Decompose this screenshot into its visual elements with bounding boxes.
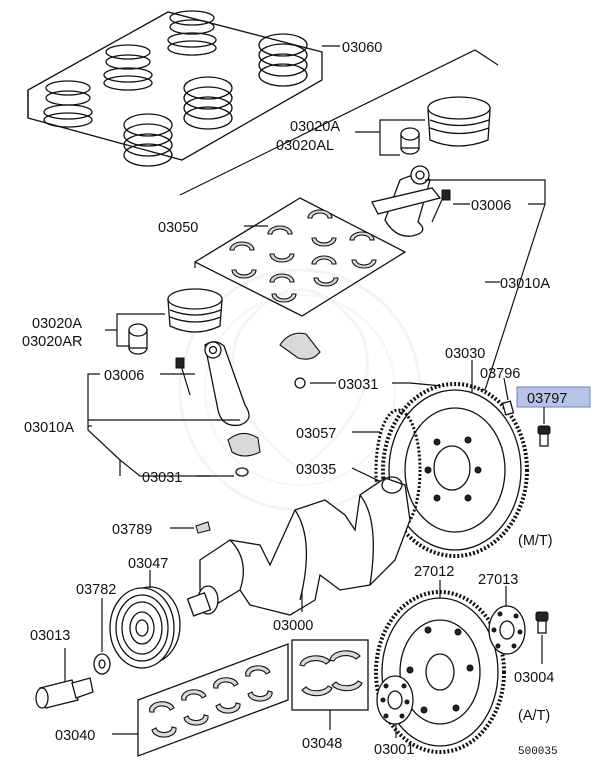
adapter-plate[interactable] <box>488 605 526 655</box>
label-03040[interactable]: 03040 <box>55 728 95 744</box>
crank-adapter[interactable] <box>376 675 414 725</box>
label-03006-top[interactable]: 03006 <box>471 198 511 214</box>
label-03797[interactable]: 03797 <box>527 391 567 407</box>
diagram-code: 500035 <box>518 746 558 758</box>
label-03782[interactable]: 03782 <box>76 582 116 598</box>
thrust-bearing-set[interactable] <box>291 639 369 711</box>
label-03789[interactable]: 03789 <box>112 522 152 538</box>
label-03006-left[interactable]: 03006 <box>104 368 144 384</box>
leader-03020a-top <box>379 119 425 156</box>
rod-bearing-left[interactable] <box>227 432 261 477</box>
label-03048[interactable]: 03048 <box>302 736 342 752</box>
flywheel-mt[interactable] <box>381 382 529 558</box>
label-03004[interactable]: 03004 <box>514 670 554 686</box>
flywheel-bolt[interactable] <box>537 425 551 447</box>
piston-left[interactable] <box>128 288 223 355</box>
label-03050[interactable]: 03050 <box>158 220 198 236</box>
highlight-03797[interactable] <box>516 386 591 408</box>
label-27013[interactable]: 27013 <box>478 572 518 588</box>
crankshaft-pulley[interactable] <box>109 586 181 669</box>
ring-gear[interactable] <box>374 408 422 532</box>
label-27012[interactable]: 27012 <box>414 564 454 580</box>
label-03796[interactable]: 03796 <box>480 366 520 382</box>
label-03020ar[interactable]: 03020AR <box>22 334 82 350</box>
label-03000[interactable]: 03000 <box>273 618 313 634</box>
pulley-bolt[interactable] <box>35 677 94 709</box>
woodruff-key[interactable] <box>195 521 211 534</box>
piston-top[interactable] <box>400 96 491 155</box>
rod-bearing-mid[interactable] <box>279 332 321 389</box>
label-mt: (M/T) <box>518 533 553 549</box>
label-03030[interactable]: 03030 <box>445 346 485 362</box>
label-03047[interactable]: 03047 <box>128 556 168 572</box>
frame-upper <box>179 49 499 196</box>
drive-plate-bolt[interactable] <box>535 611 549 634</box>
drive-plate-at[interactable] <box>374 590 506 754</box>
label-03035[interactable]: 03035 <box>296 462 336 478</box>
label-03057[interactable]: 03057 <box>296 426 336 442</box>
pulley-washer[interactable] <box>93 653 111 675</box>
label-03001[interactable]: 03001 <box>374 742 414 758</box>
label-03020a-top[interactable]: 03020A <box>290 119 340 135</box>
label-03010a-left[interactable]: 03010A <box>24 420 74 436</box>
leader-03006-top <box>425 179 546 205</box>
label-03031-left[interactable]: 03031 <box>142 470 182 486</box>
crank-bearing-set[interactable] <box>137 643 289 757</box>
dowel-pin[interactable] <box>501 400 515 416</box>
label-at: (A/T) <box>518 708 550 724</box>
label-03020a-left[interactable]: 03020A <box>32 316 82 332</box>
piston-ring-set[interactable] <box>27 10 323 167</box>
label-03013[interactable]: 03013 <box>30 628 70 644</box>
label-03031-mid[interactable]: 03031 <box>338 377 378 393</box>
label-03010a-right[interactable]: 03010A <box>500 276 550 292</box>
label-03060[interactable]: 03060 <box>342 40 382 56</box>
connecting-rod-top[interactable] <box>371 165 451 237</box>
leader-03010a-left <box>87 420 210 477</box>
connecting-rod-left[interactable] <box>175 341 250 427</box>
crankshaft[interactable] <box>186 476 411 617</box>
main-bearing-set[interactable] <box>193 197 407 317</box>
label-03020al[interactable]: 03020AL <box>276 138 334 154</box>
leader-03010a-right <box>409 203 546 391</box>
